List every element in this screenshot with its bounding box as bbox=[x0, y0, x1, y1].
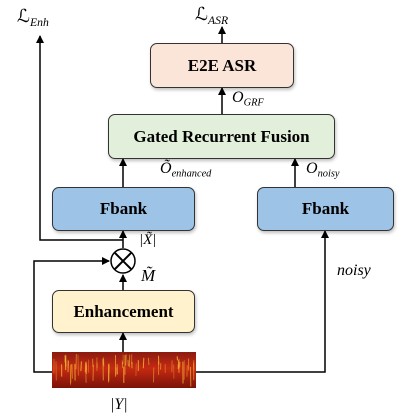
spectrogram-streak bbox=[70, 364, 72, 384]
y-mag-label: |Y| bbox=[110, 396, 128, 413]
fbank-noisy-label: Fbank bbox=[301, 199, 350, 218]
spectrogram-streak bbox=[85, 362, 87, 383]
e2e-asr-block: E2E ASR bbox=[150, 43, 294, 88]
spectrogram-streak bbox=[77, 354, 79, 376]
arrow-skip-to-mult bbox=[33, 257, 110, 373]
spectrogram-image bbox=[52, 352, 196, 388]
spectrogram-streak bbox=[80, 361, 82, 372]
o-enhanced-label: Õenhanced bbox=[160, 160, 211, 180]
arrow-noisy-path bbox=[196, 230, 329, 373]
noisy-label: noisy bbox=[337, 262, 371, 279]
arrow-to-loss-enh bbox=[36, 35, 123, 241]
o-grf-subscript: GRF bbox=[243, 97, 264, 109]
x-tilde-label: |X̃| bbox=[139, 232, 157, 248]
fbank-noisy-block: Fbank bbox=[257, 187, 394, 231]
loss-enh-subscript: Enh bbox=[29, 16, 49, 30]
fbank-enhanced-block: Fbank bbox=[52, 187, 195, 231]
e2e-asr-label: E2E ASR bbox=[187, 55, 257, 75]
o-grf-symbol: O bbox=[232, 89, 244, 106]
spectrogram-streak bbox=[147, 357, 150, 366]
o-grf-label: OGRF bbox=[232, 89, 264, 109]
o-enhanced-symbol: Õ bbox=[160, 160, 172, 177]
enhancement-block: Enhancement bbox=[52, 290, 195, 333]
loss-enh-symbol: ℒ bbox=[17, 6, 30, 26]
gated-recurrent-fusion-block: Gated Recurrent Fusion bbox=[108, 114, 335, 159]
loss-asr-symbol: ℒ bbox=[195, 4, 208, 24]
o-enhanced-subscript: enhanced bbox=[171, 168, 212, 180]
spectrogram-streak bbox=[142, 357, 145, 369]
spectrogram-streak bbox=[67, 360, 69, 373]
fbank-enhanced-label: Fbank bbox=[99, 199, 148, 218]
enhancement-label: Enhancement bbox=[73, 301, 174, 321]
o-noisy-symbol: O bbox=[306, 160, 318, 177]
multiply-node bbox=[110, 248, 136, 274]
spectrogram-streak bbox=[71, 364, 73, 379]
grf-label: Gated Recurrent Fusion bbox=[133, 126, 310, 146]
loss-enh-label: ℒEnh bbox=[17, 6, 49, 29]
loss-asr-subscript: ASR bbox=[207, 14, 229, 28]
o-noisy-subscript: noisy bbox=[317, 168, 340, 180]
loss-asr-label: ℒASR bbox=[195, 4, 228, 27]
m-tilde-label: M̃ bbox=[141, 266, 156, 285]
o-noisy-label: Onoisy bbox=[306, 160, 340, 180]
